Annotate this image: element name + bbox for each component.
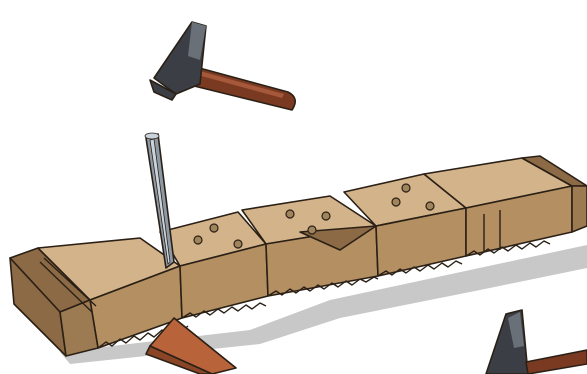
hammer-icon [486,310,587,374]
hammer-icon [150,22,295,110]
